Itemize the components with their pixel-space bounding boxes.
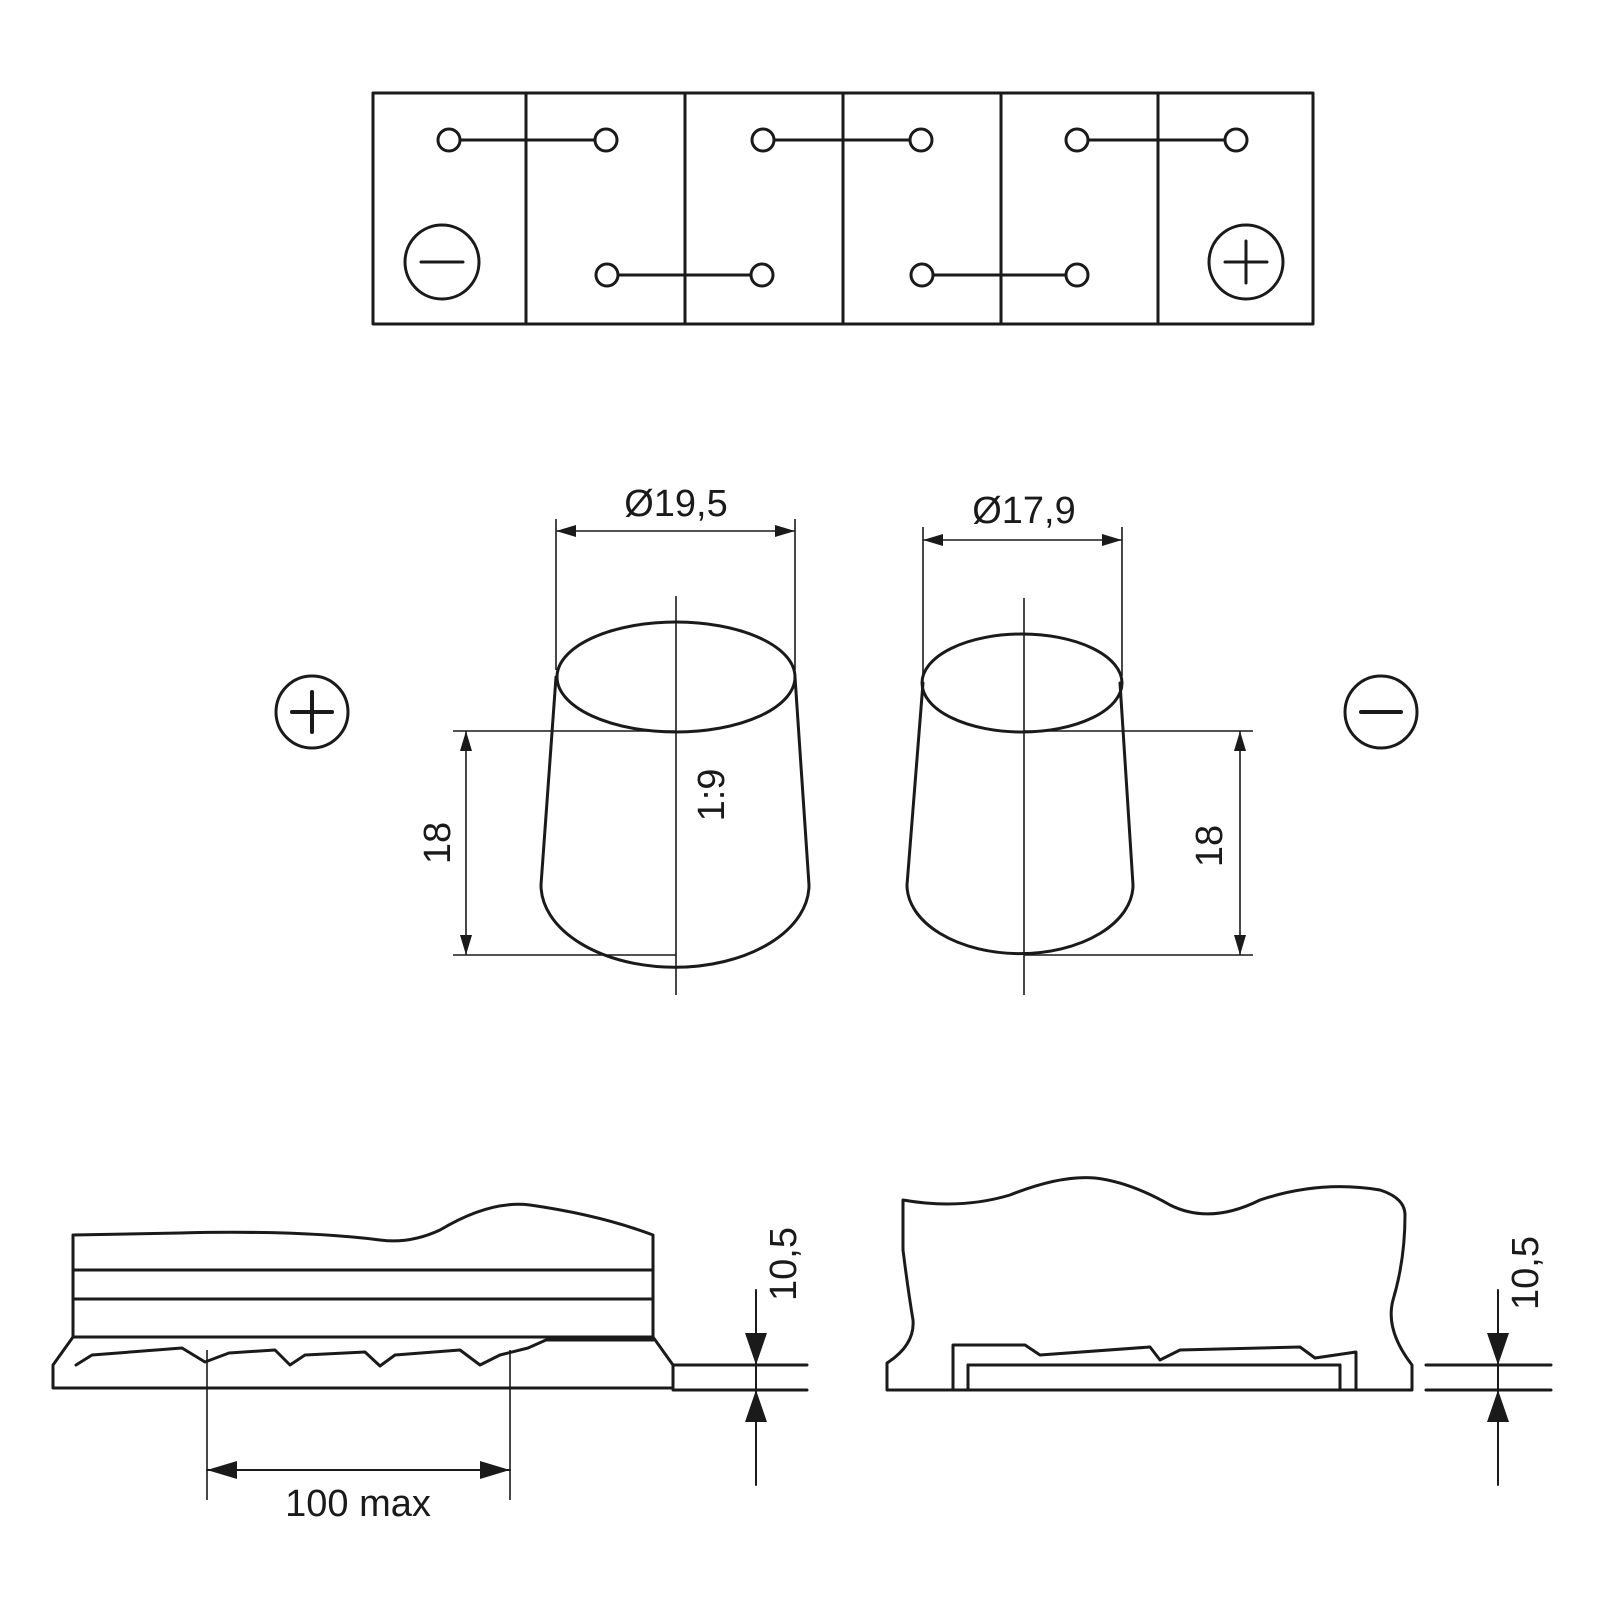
negative-terminal-icon <box>403 223 481 301</box>
cell-connector <box>436 127 619 153</box>
taper-label: 1:9 <box>691 769 733 822</box>
left-height-dimension: 18 <box>417 730 676 956</box>
negative-post <box>905 598 1135 995</box>
cell-connector <box>1064 127 1249 153</box>
short-side-ledge-view: 10,5 <box>885 1176 1553 1486</box>
right-ledge-height-dimension: 10,5 <box>1487 1236 1547 1486</box>
left-ledge-height-dimension: 10,5 <box>745 1227 805 1486</box>
max-length-dimension: 100 max <box>206 1350 511 1525</box>
positive-post <box>539 596 811 995</box>
terminal-posts-view: Ø19,5 Ø17,9 1:9 18 18 <box>274 483 1419 995</box>
top-view <box>371 91 1315 326</box>
max-length-label: 100 max <box>285 1483 431 1525</box>
left-height-label: 18 <box>417 822 459 864</box>
positive-symbol-icon <box>274 674 350 750</box>
positive-diameter-dimension: Ø19,5 <box>555 483 796 670</box>
cell-connector <box>594 262 775 288</box>
cell-connector <box>909 262 1090 288</box>
left-ledge-height-label: 10,5 <box>763 1227 805 1301</box>
negative-symbol-icon <box>1343 674 1419 750</box>
negative-diameter-dimension: Ø17,9 <box>922 490 1123 676</box>
positive-terminal-icon <box>1207 223 1285 301</box>
negative-diameter-label: Ø17,9 <box>972 490 1076 532</box>
right-height-label: 18 <box>1189 825 1231 867</box>
right-height-dimension: 18 <box>1024 730 1253 956</box>
cell-connector <box>750 127 934 153</box>
long-side-ledge-view: 100 max 10,5 <box>51 1202 809 1525</box>
right-ledge-height-label: 10,5 <box>1505 1236 1547 1310</box>
positive-diameter-label: Ø19,5 <box>624 483 728 525</box>
